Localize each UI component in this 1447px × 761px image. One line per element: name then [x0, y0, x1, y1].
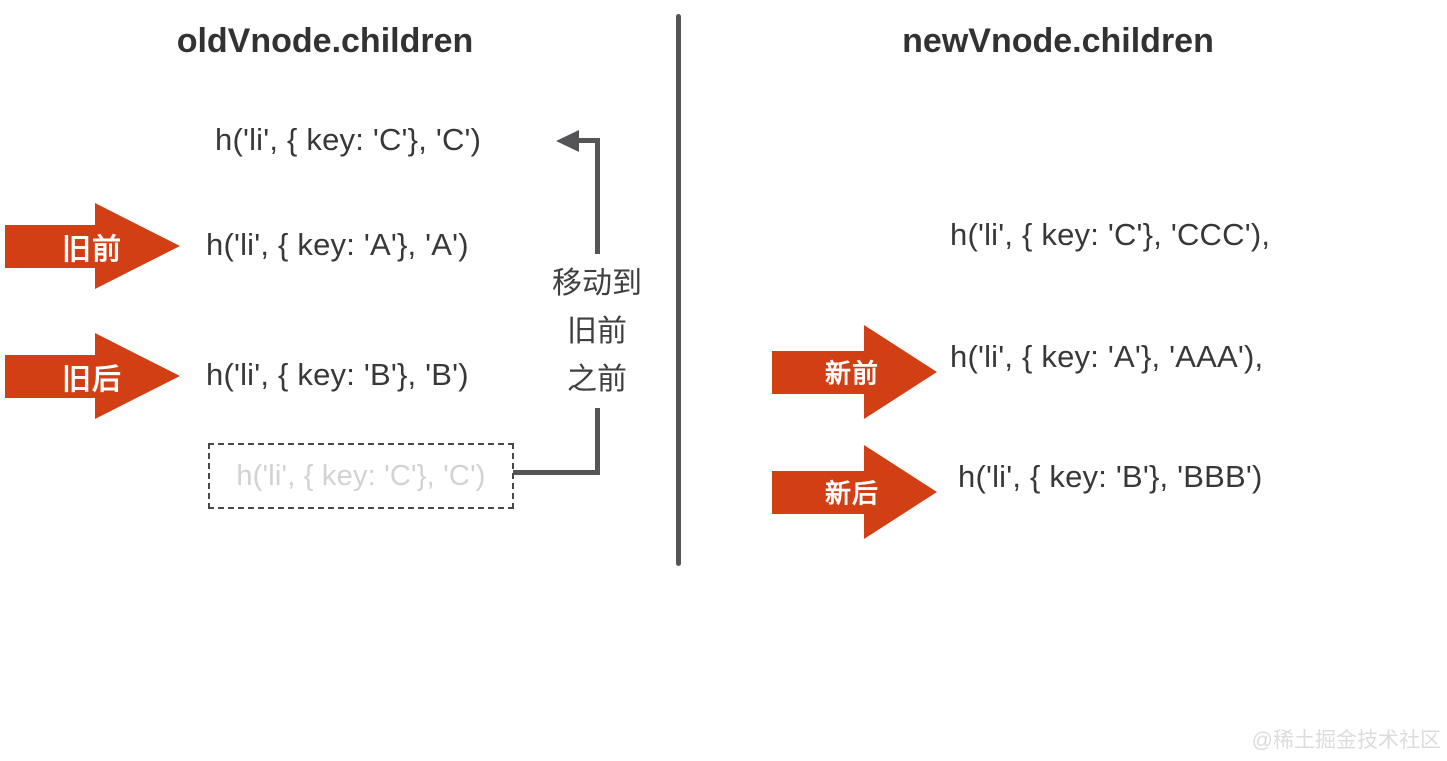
new-panel-title: newVnode.children: [902, 22, 1214, 60]
new-item-a: h('li', { key: 'A'}, 'AAA'),: [950, 339, 1264, 374]
new-item-b: h('li', { key: 'B'}, 'BBB'): [958, 459, 1263, 494]
move-note-line-3: 之前: [567, 363, 627, 396]
arrow-body: [5, 355, 97, 398]
arrow-right-icon: [95, 333, 180, 419]
new-end-pointer-arrow: 新后: [772, 445, 937, 539]
watermark: @稀土掘金技术社区: [1251, 729, 1441, 752]
old-item-b: h('li', { key: 'B'}, 'B'): [206, 357, 469, 392]
new-item-c: h('li', { key: 'C'}, 'CCC'),: [950, 217, 1271, 252]
panel-divider: [676, 14, 681, 566]
old-start-pointer-label: 旧前: [62, 233, 123, 266]
old-start-pointer-arrow: 旧前: [5, 203, 180, 290]
move-note-line-1: 移动到: [552, 267, 642, 300]
new-start-pointer-label: 新前: [825, 358, 880, 389]
move-connector-top-segment: [576, 138, 600, 143]
arrow-body: [5, 225, 97, 268]
old-item-a: h('li', { key: 'A'}, 'A'): [206, 227, 469, 262]
move-connector-vertical-upper: [595, 138, 600, 254]
new-end-pointer-label: 新后: [825, 478, 880, 509]
move-connector-vertical-lower: [595, 408, 600, 475]
old-end-pointer-label: 旧后: [62, 363, 123, 396]
arrow-body: [772, 351, 867, 394]
moved-node-ghost-code: h('li', { key: 'C'}, 'C'): [236, 459, 486, 492]
arrow-right-icon: [95, 203, 180, 289]
old-end-pointer-arrow: 旧后: [5, 333, 180, 420]
old-item-c: h('li', { key: 'C'}, 'C'): [215, 122, 482, 157]
arrow-body: [772, 471, 867, 514]
arrow-left-icon: [556, 130, 579, 152]
move-connector-bottom-segment: [513, 470, 600, 475]
move-note: 移动到 旧前 之前: [537, 260, 657, 404]
arrow-right-icon: [864, 445, 937, 539]
old-panel-title: oldVnode.children: [176, 22, 474, 60]
new-start-pointer-arrow: 新前: [772, 325, 937, 419]
moved-node-ghost-box: h('li', { key: 'C'}, 'C'): [208, 443, 514, 509]
move-note-line-2: 旧前: [567, 315, 627, 348]
arrow-right-icon: [864, 325, 937, 419]
